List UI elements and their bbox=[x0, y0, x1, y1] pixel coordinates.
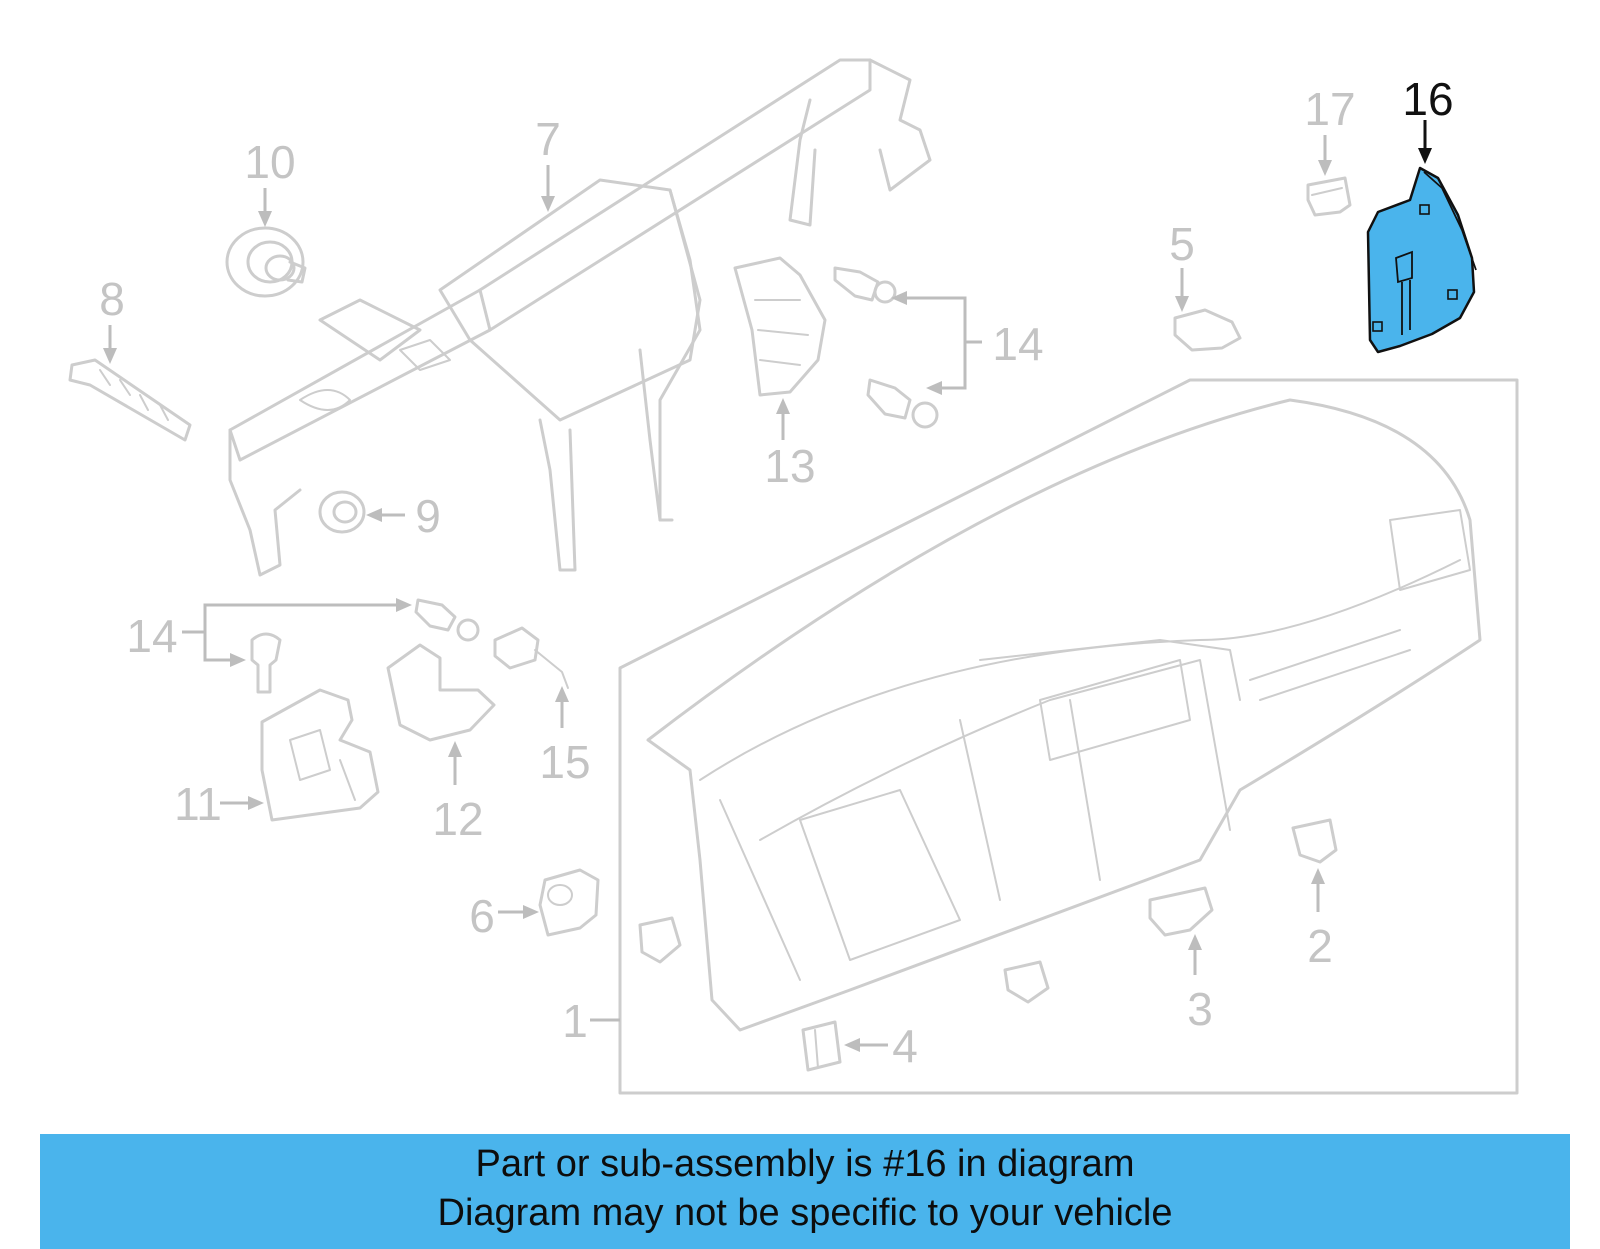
part-15-sensor bbox=[493, 626, 569, 689]
part-16-side-cover-highlighted bbox=[1366, 166, 1477, 354]
part-11-duct bbox=[260, 688, 380, 822]
part-10-fitting bbox=[225, 226, 307, 298]
part-6-connector bbox=[538, 868, 600, 937]
leader-lines bbox=[103, 135, 1332, 1052]
callout-10: 10 bbox=[244, 136, 295, 188]
part-14-clips-upper bbox=[833, 266, 939, 429]
callout-7: 7 bbox=[535, 113, 561, 165]
part-2-clip bbox=[1291, 818, 1338, 864]
callout-11: 11 bbox=[174, 778, 222, 830]
part-5-clip bbox=[1173, 308, 1242, 352]
callout-17: 17 bbox=[1304, 83, 1355, 135]
callout-6: 6 bbox=[469, 890, 495, 942]
part-14-clips-lower bbox=[250, 598, 480, 694]
part-13-bracket bbox=[733, 256, 827, 397]
caption-line-1: Part or sub-assembly is #16 in diagram bbox=[475, 1143, 1135, 1185]
callout-14-upper: 14 bbox=[992, 318, 1043, 370]
callout-14-lower: 14 bbox=[126, 610, 177, 662]
part-7-crossmember bbox=[228, 58, 932, 577]
callout-5: 5 bbox=[1169, 218, 1195, 270]
callout-15: 15 bbox=[539, 736, 590, 788]
callout-8: 8 bbox=[99, 273, 125, 325]
callout-2: 2 bbox=[1307, 920, 1333, 972]
callout-4: 4 bbox=[892, 1020, 918, 1072]
part-8-bolt bbox=[68, 358, 192, 442]
caption-banner: Part or sub-assembly is #16 in diagram D… bbox=[40, 1134, 1570, 1249]
callout-3: 3 bbox=[1187, 983, 1213, 1035]
caption-line-2: Diagram may not be specific to your vehi… bbox=[437, 1192, 1173, 1234]
callout-13: 13 bbox=[764, 440, 815, 492]
part-4-clip bbox=[801, 1020, 842, 1072]
part-17-bracket bbox=[1306, 176, 1352, 217]
callout-16: 16 bbox=[1402, 73, 1453, 125]
callout-12: 12 bbox=[432, 793, 483, 845]
callout-labels: 7 10 8 9 13 14 5 17 16 14 15 12 11 6 2 3… bbox=[99, 73, 1453, 1072]
part-1-instrument-panel bbox=[618, 378, 1519, 1095]
part-3-clip bbox=[638, 886, 1214, 1004]
part-12-bracket bbox=[386, 643, 496, 742]
callout-9: 9 bbox=[415, 490, 441, 542]
part-9-nut bbox=[318, 490, 366, 534]
callout-1: 1 bbox=[562, 995, 588, 1047]
leader-16 bbox=[1418, 120, 1432, 164]
